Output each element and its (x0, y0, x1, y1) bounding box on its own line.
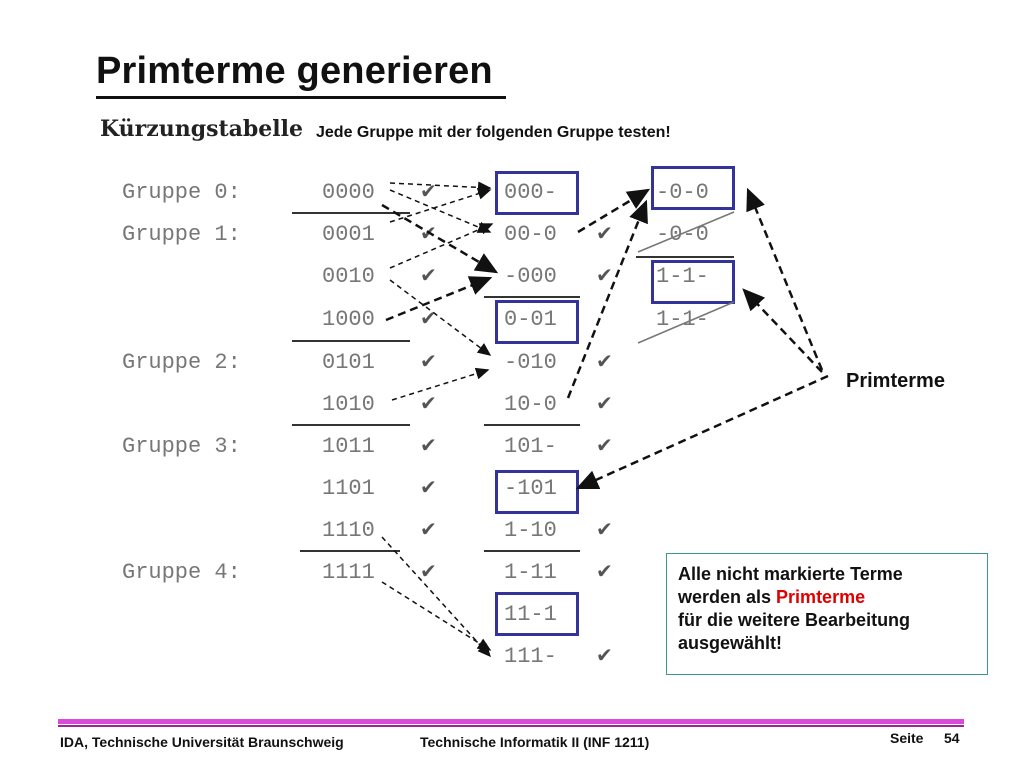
info-highlight: Primterme (776, 587, 866, 607)
check-icon: ✔ (420, 306, 437, 330)
col1-term: 1000 (322, 307, 375, 332)
table-heading: Kürzungstabelle (100, 116, 303, 142)
col1-term: 1010 (322, 392, 375, 417)
primterm-box (495, 171, 579, 215)
check-icon: ✔ (420, 263, 437, 287)
col2-term: 111- (504, 644, 557, 669)
footer-bar (58, 719, 964, 724)
group-separator (484, 550, 580, 552)
col1-term: 1111 (322, 560, 375, 585)
col1-term: 0000 (322, 180, 375, 205)
check-icon: ✔ (420, 559, 437, 583)
col3-term: 1-1- (656, 264, 709, 289)
info-line: werden als Primterme (678, 586, 987, 609)
col1-term: 1110 (322, 518, 375, 543)
group-separator (292, 424, 410, 426)
check-icon: ✔ (420, 179, 437, 203)
col2-term: 1-10 (504, 518, 557, 543)
check-icon: ✔ (596, 643, 613, 667)
col2-term: 11-1 (504, 602, 557, 627)
col2-term: -010 (504, 350, 557, 375)
primterm-box (651, 166, 735, 210)
primterm-box (495, 592, 579, 636)
instruction-text: Jede Gruppe mit der folgenden Gruppe tes… (316, 124, 671, 141)
check-icon: ✔ (420, 391, 437, 415)
group-separator (292, 212, 410, 214)
check-icon: ✔ (596, 391, 613, 415)
group-label-0: Gruppe 0: (122, 180, 241, 205)
group-label-1: Gruppe 1: (122, 222, 241, 247)
check-icon: ✔ (420, 475, 437, 499)
col2-term: 00-0 (504, 222, 557, 247)
footer-course: Technische Informatik II (INF 1211) (420, 734, 650, 750)
col2-term: 1-11 (504, 560, 557, 585)
col1-term: 0010 (322, 264, 375, 289)
info-box: Alle nicht markierte Terme werden als Pr… (666, 553, 988, 675)
info-line: für die weitere Bearbeitung (678, 610, 911, 630)
title-underline (96, 96, 506, 99)
col1-term: 0001 (322, 222, 375, 247)
group-label-3: Gruppe 3: (122, 434, 241, 459)
check-icon: ✔ (596, 349, 613, 373)
check-icon: ✔ (596, 263, 613, 287)
group-separator (636, 256, 734, 258)
col2-term: -101 (504, 476, 557, 501)
page-title: Primterme generieren (96, 50, 493, 92)
col3-term: -0-0 (656, 180, 709, 205)
check-icon: ✔ (420, 433, 437, 457)
check-icon: ✔ (596, 221, 613, 245)
group-label-4: Gruppe 4: (122, 560, 241, 585)
primterm-box (651, 260, 735, 304)
primterm-box (495, 300, 579, 344)
group-separator (484, 296, 580, 298)
col1-term: 0101 (322, 350, 375, 375)
footer-institution: IDA, Technische Universität Braunschweig (60, 734, 344, 750)
check-icon: ✔ (420, 517, 437, 541)
group-separator (292, 340, 410, 342)
col2-term: 0-01 (504, 307, 557, 332)
group-separator (484, 424, 580, 426)
footer-page-number: 54 (944, 730, 960, 746)
check-icon: ✔ (596, 559, 613, 583)
info-text: werden als (678, 587, 777, 607)
col2-term: -000 (504, 264, 557, 289)
col1-term: 1101 (322, 476, 375, 501)
info-line: ausgewählt! (678, 633, 783, 653)
group-separator (300, 550, 400, 552)
info-line: Alle nicht markierte Terme (678, 564, 903, 584)
col2-term: 101- (504, 434, 557, 459)
footer-page-label: Seite (890, 730, 924, 746)
col2-term: 10-0 (504, 392, 557, 417)
check-icon: ✔ (596, 517, 613, 541)
primterm-box (495, 470, 579, 514)
check-icon: ✔ (596, 433, 613, 457)
check-icon: ✔ (420, 349, 437, 373)
col3-term: 1-1- (656, 307, 709, 332)
col1-term: 1011 (322, 434, 375, 459)
footer-bar (58, 725, 964, 727)
group-label-2: Gruppe 2: (122, 350, 241, 375)
col2-term: 000- (504, 180, 557, 205)
primterme-label: Primterme (846, 370, 945, 392)
